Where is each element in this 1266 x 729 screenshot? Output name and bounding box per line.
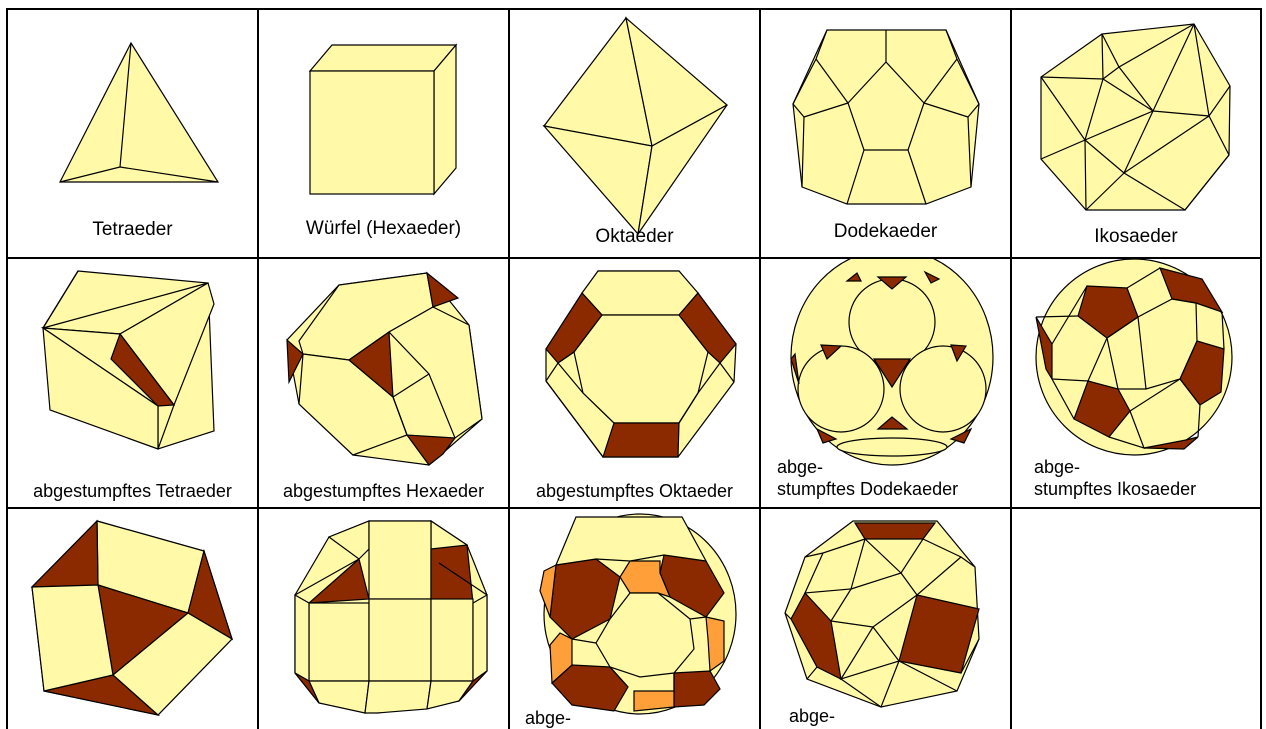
label-abgestumpftes-hexaeder: abgestumpftes Hexaeder [259, 480, 508, 502]
octahedron-icon [510, 10, 759, 257]
cell-kuboktaeder [8, 509, 257, 729]
cell-tetraeder: Tetraeder [8, 10, 257, 257]
icosahedron-icon [1012, 10, 1260, 257]
cuboctahedron-icon [8, 509, 257, 729]
label-abge-dodekaeder-line1: abge- [777, 456, 1010, 478]
label-abge-ikosidodekaeder-line1: abge- [789, 705, 1010, 727]
truncated-octahedron-icon [510, 259, 759, 507]
label-abgestumpftes-tetraeder: abgestumpftes Tetraeder [8, 480, 257, 502]
label-abgestumpftes-oktaeder: abgestumpftes Oktaeder [510, 480, 759, 502]
label-wuerfel: Würfel (Hexaeder) [259, 218, 508, 240]
cell-oktaeder: Oktaeder [510, 10, 759, 257]
label-abge-ikosaeder-line2: stumpftes Ikosaeder [1034, 478, 1260, 500]
label-abge-ikosaeder-line1: abge- [1034, 456, 1260, 478]
truncated-cube-icon [259, 259, 508, 507]
cell-ikosidodekaeder: abge- [761, 509, 1010, 729]
cell-dodekaeder: Dodekaeder [761, 10, 1010, 257]
cell-wuerfel: Würfel (Hexaeder) [259, 10, 508, 257]
cell-abgestumpftes-tetraeder: abgestumpftes Tetraeder [8, 259, 257, 507]
label-ikosaeder: Ikosaeder [1012, 226, 1260, 248]
icosidodecahedron-icon [761, 509, 1010, 729]
cell-abgestumpftes-dodekaeder: abge- stumpftes Dodekaeder [761, 259, 1010, 507]
cell-abgestumpftes-oktaeder: abgestumpftes Oktaeder [510, 259, 759, 507]
grid-line [1260, 8, 1262, 729]
cell-rhombenkuboktaeder [259, 509, 508, 729]
cell-abgestumpftes-kuboktaeder: abge- [510, 509, 759, 729]
label-tetraeder: Tetraeder [8, 219, 257, 241]
label-abge-kuboktaeder-line1: abge- [525, 707, 759, 729]
truncated-tetrahedron-icon [8, 259, 257, 507]
label-oktaeder: Oktaeder [510, 226, 759, 248]
truncated-cuboctahedron-icon [510, 509, 759, 729]
cell-empty [1012, 509, 1260, 729]
label-abge-dodekaeder-line2: stumpftes Dodekaeder [777, 478, 1010, 500]
dodecahedron-icon [761, 10, 1010, 257]
cell-abgestumpftes-hexaeder: abgestumpftes Hexaeder [259, 259, 508, 507]
cell-abgestumpftes-ikosaeder: abge- stumpftes Ikosaeder [1012, 259, 1260, 507]
cell-ikosaeder: Ikosaeder [1012, 10, 1260, 257]
label-dodekaeder: Dodekaeder [761, 221, 1010, 243]
rhombicuboctahedron-icon [259, 509, 508, 729]
